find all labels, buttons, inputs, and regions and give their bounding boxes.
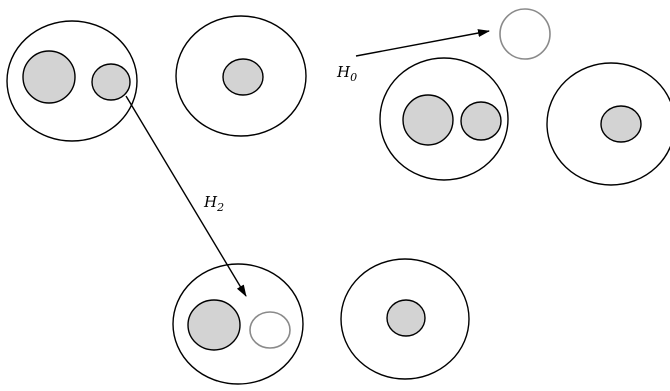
outer-circle: [379, 57, 509, 181]
label-h2: H2: [203, 193, 224, 214]
hollow-hole: [249, 311, 291, 349]
label-h0: H0: [336, 63, 357, 84]
arrow-h2: [125, 95, 247, 297]
top-middle-cell: [175, 15, 307, 137]
outer-circle: [340, 258, 470, 380]
filled-hole-small: [91, 63, 131, 101]
arrow-h0: [355, 29, 490, 57]
filled-hole-large: [402, 94, 454, 146]
outer-circle: [6, 20, 138, 142]
right-cell-double: [379, 57, 509, 181]
top-left-cell: [6, 20, 138, 142]
right-cell-single: [546, 62, 670, 186]
outer-circle: [546, 62, 670, 186]
filled-hole-small: [460, 101, 502, 141]
hollow-circle: [499, 8, 551, 60]
filled-hole: [222, 58, 264, 96]
outer-circle: [175, 15, 307, 137]
filled-hole-large: [22, 50, 76, 104]
filled-hole: [600, 105, 642, 143]
filled-hole: [187, 299, 241, 351]
bottom-middle-cell: [340, 258, 470, 380]
filled-hole: [386, 299, 426, 337]
bottom-left-cell: [172, 263, 304, 385]
outer-circle: [172, 263, 304, 385]
